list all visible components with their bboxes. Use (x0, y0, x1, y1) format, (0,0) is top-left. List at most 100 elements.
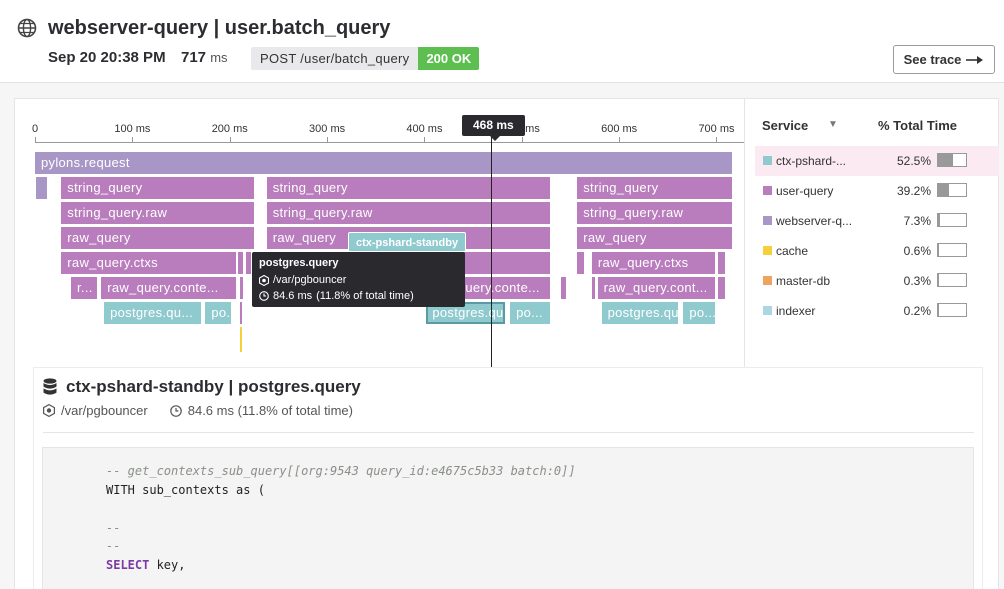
time-axis-tick (229, 137, 231, 143)
column-header-service[interactable]: Service (762, 118, 809, 133)
span-details: ctx-pshard-standby | postgres.query /var… (33, 367, 983, 589)
see-trace-button[interactable]: See trace (893, 45, 995, 74)
time-axis (35, 142, 745, 143)
flame-span[interactable]: postgres.query (426, 302, 506, 324)
flame-span[interactable]: string_query.raw (577, 202, 732, 224)
time-axis-tick (521, 137, 523, 143)
flame-span[interactable]: raw_query.ctxs (61, 252, 236, 274)
service-percent-bar (937, 153, 967, 167)
service-breakdown-table: Service ▼ % Total Time ctx-pshard-...52.… (744, 99, 1000, 367)
flame-span[interactable]: po... (510, 302, 550, 324)
flame-span[interactable]: raw_query (577, 227, 732, 249)
flame-span[interactable] (246, 252, 252, 274)
flame-span[interactable] (35, 177, 47, 199)
sql-keyword: SELECT (106, 558, 150, 572)
service-percent: 0.3% (903, 274, 931, 288)
request-badge: POST /user/batch_query 200 OK (251, 47, 480, 70)
flame-span[interactable]: string_query (266, 177, 550, 199)
span-resource: /var/pgbouncer (61, 403, 148, 418)
flame-span[interactable] (240, 327, 243, 352)
service-percent: 0.6% (903, 244, 931, 258)
flame-span[interactable] (238, 252, 244, 274)
service-name: ctx-pshard-... (776, 154, 847, 168)
service-color-swatch (763, 156, 772, 165)
status-badge: 200 OK (418, 47, 480, 70)
service-percent: 7.3% (903, 214, 931, 228)
flame-span[interactable] (577, 252, 585, 274)
hexagon-icon (259, 274, 269, 286)
code-line: -- (106, 521, 121, 535)
service-color-swatch (763, 306, 772, 315)
service-percent-bar (937, 183, 967, 197)
service-row[interactable]: ctx-pshard-...52.5% (755, 146, 999, 176)
flame-span[interactable] (240, 277, 244, 299)
flame-span[interactable]: raw_query.ctxs (591, 252, 716, 274)
span-tooltip: postgres.query /var/pgbouncer 84.6 ms (1… (252, 252, 465, 307)
time-axis-tick (619, 137, 621, 143)
code-line: -- (106, 539, 121, 553)
flame-span[interactable] (591, 277, 595, 299)
time-axis-tick-label: 400 ms (406, 123, 443, 135)
details-divider (43, 432, 974, 433)
flame-span[interactable]: pylons.request (35, 152, 732, 174)
flame-span[interactable]: string_query.raw (61, 202, 254, 224)
time-axis-tick-label: 100 ms (114, 123, 151, 135)
sort-caret-icon[interactable]: ▼ (828, 119, 838, 130)
time-axis-tick-label: 700 ms (698, 123, 735, 135)
service-row[interactable]: webserver-q...7.3% (755, 206, 999, 236)
time-axis-tick (327, 137, 329, 143)
flame-span[interactable]: raw_query.cont... (597, 277, 716, 299)
clock-icon (259, 291, 269, 301)
flame-span[interactable]: string_query (577, 177, 732, 199)
service-percent: 0.2% (903, 304, 931, 318)
service-percent-bar (937, 273, 967, 287)
column-header-total-time[interactable]: % Total Time (878, 118, 957, 133)
span-duration: 84.6 ms (11.8% of total time) (187, 403, 353, 418)
span-title: ctx-pshard-standby | postgres.query (66, 377, 361, 396)
flame-span[interactable]: string_query (61, 177, 254, 199)
flame-span[interactable] (718, 252, 726, 274)
page-title: webserver-query | user.batch_query (48, 17, 391, 39)
service-percent-fill (938, 184, 949, 196)
time-axis-tick-label: 600 ms (601, 123, 638, 135)
trace-duration: 717 ms (181, 49, 228, 66)
service-percent-fill (938, 244, 939, 256)
service-percent-fill (938, 214, 941, 226)
flame-span[interactable]: raw_query (61, 227, 254, 249)
flame-span[interactable] (560, 277, 566, 299)
service-color-swatch (763, 186, 772, 195)
flame-span[interactable]: po... (205, 302, 231, 324)
service-percent-bar (937, 303, 967, 317)
flame-span[interactable]: postgres.qu... (601, 302, 679, 324)
flame-span[interactable]: r... (71, 277, 98, 299)
service-color-swatch (763, 246, 772, 255)
service-percent-bar (937, 213, 967, 227)
code-line: WITH sub_contexts as ( (106, 483, 265, 497)
tooltip-title: postgres.query (259, 257, 339, 269)
time-axis-tick (424, 137, 426, 143)
time-axis-tick (132, 137, 134, 143)
flame-span[interactable]: raw_query.conte... (101, 277, 236, 299)
time-axis-tick-label: 300 ms (309, 123, 346, 135)
time-cursor-label: 468 ms (462, 115, 525, 141)
request-path: POST /user/batch_query (251, 47, 419, 70)
service-percent-fill (938, 154, 953, 166)
flame-span[interactable]: postgres.qu... (104, 302, 202, 324)
arrow-right-icon (966, 55, 984, 64)
sql-query-block[interactable]: -- get_contexts_sub_query[[org:9543 quer… (42, 447, 974, 589)
time-axis-tick (716, 137, 718, 143)
database-icon (43, 378, 57, 395)
flame-span[interactable]: string_query.raw (266, 202, 550, 224)
flame-span[interactable] (718, 277, 726, 299)
time-axis-tick-label: 200 ms (211, 123, 248, 135)
service-name: master-db (776, 274, 831, 288)
flame-span[interactable]: po... (683, 302, 716, 324)
service-row[interactable]: master-db 0.3% (755, 266, 999, 296)
flame-span[interactable] (240, 302, 243, 324)
trace-header: webserver-query | user.batch_query Sep 2… (0, 0, 1004, 83)
time-cursor-line[interactable] (490, 129, 492, 367)
